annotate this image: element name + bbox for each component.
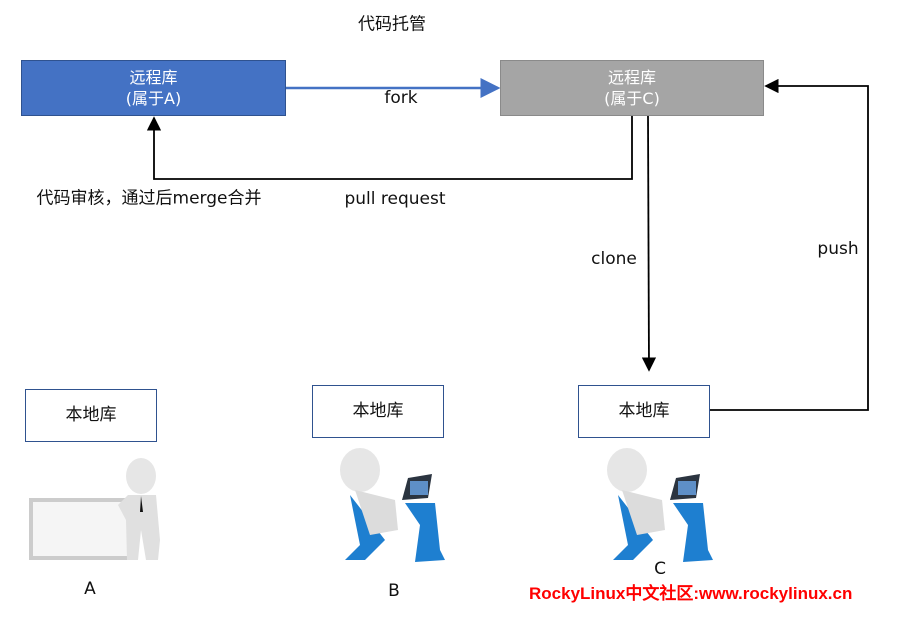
person-at-laptop-icon: [340, 448, 445, 562]
diagram-title: 代码托管: [358, 14, 426, 35]
pull-request-arrow: [146, 116, 633, 180]
fork-label: fork: [384, 88, 418, 108]
watermark: RockyLinux中文社区:www.rockylinux.cn: [529, 584, 853, 603]
remote-repo-a-owner: (属于A): [125, 89, 182, 108]
person-leaning-on-board-icon: [29, 458, 160, 560]
local-repo-label: 本地库: [65, 405, 117, 425]
local-repo-c: 本地库: [578, 385, 710, 438]
push-arrow: [710, 78, 869, 411]
user-c-label: C: [654, 559, 666, 579]
remote-repo-c: 远程库 (属于C): [500, 60, 764, 116]
local-repo-b: 本地库: [312, 385, 444, 438]
pull-request-label: pull request: [344, 189, 446, 209]
clone-arrow: [641, 115, 657, 372]
local-repo-label: 本地库: [618, 401, 670, 421]
clone-label: clone: [591, 249, 637, 269]
person-at-laptop-icon: [607, 448, 713, 562]
remote-repo-c-owner: (属于C): [604, 89, 660, 108]
user-b-label: B: [388, 581, 400, 601]
push-label: push: [817, 239, 859, 259]
remote-repo-c-title: 远程库: [607, 68, 656, 87]
local-repo-a: 本地库: [25, 389, 157, 442]
local-repo-label: 本地库: [352, 401, 404, 421]
remote-repo-a-title: 远程库: [129, 68, 178, 87]
remote-repo-a: 远程库 (属于A): [21, 60, 286, 116]
user-a-label: A: [84, 579, 96, 599]
review-merge-label: 代码审核，通过后merge合并: [36, 188, 262, 209]
